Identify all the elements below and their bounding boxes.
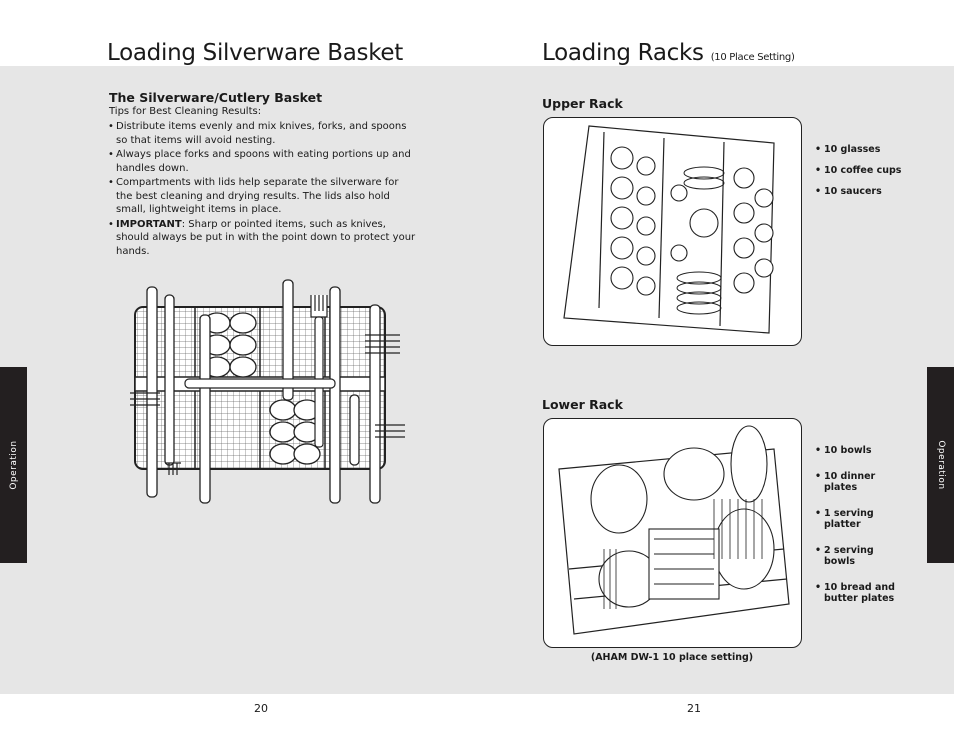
page-number-left: 20 xyxy=(254,702,268,715)
side-tab-label: Operation xyxy=(8,440,19,490)
tip-item: IMPORTANT: Sharp or pointed items, such … xyxy=(108,218,418,259)
list-item: 10 bowls xyxy=(815,445,904,456)
section-heading-silverware: The Silverware/Cutlery Basket xyxy=(109,90,323,105)
list-item: 10 saucers xyxy=(815,186,901,197)
lower-rack-illustration xyxy=(543,418,802,648)
side-tab-label: Operation xyxy=(935,440,946,490)
list-item: 2 serving bowls xyxy=(815,545,882,567)
list-item: 10 dinner plates xyxy=(815,471,882,493)
page-title-right: Loading Racks (10 Place Setting) xyxy=(542,40,795,66)
page-title-left: Loading Silverware Basket xyxy=(107,40,403,66)
list-item: 1 serving platter xyxy=(815,508,882,530)
lower-rack-drawing xyxy=(558,425,790,635)
upper-rack-heading: Upper Rack xyxy=(542,96,623,111)
page-number-right: 21 xyxy=(687,702,701,715)
silverware-basket-illustration xyxy=(130,279,405,504)
list-item: 10 coffee cups xyxy=(815,165,901,176)
tip-item: Distribute items evenly and mix knives, … xyxy=(108,120,418,147)
tips-list: Distribute items evenly and mix knives, … xyxy=(108,120,418,259)
lower-rack-heading: Lower Rack xyxy=(542,397,623,412)
upper-rack-items: 10 glasses 10 coffee cups 10 saucers xyxy=(815,144,901,197)
upper-rack-illustration xyxy=(543,117,802,346)
side-tab-right: Operation xyxy=(927,367,954,563)
list-item: 10 glasses xyxy=(815,144,901,155)
figure-caption: (AHAM DW-1 10 place setting) xyxy=(590,652,754,663)
list-item: 10 bread and butter plates xyxy=(815,582,904,604)
tip-item: Always place forks and spoons with eatin… xyxy=(108,148,418,175)
upper-rack-drawing xyxy=(563,125,775,334)
tip-item: Compartments with lids help separate the… xyxy=(108,176,418,217)
lower-rack-items: 10 bowls 10 dinner plates 1 serving plat… xyxy=(815,445,904,604)
tips-intro: Tips for Best Cleaning Results: xyxy=(109,106,262,117)
title-note: (10 Place Setting) xyxy=(710,52,795,63)
side-tab-left: Operation xyxy=(0,367,27,563)
